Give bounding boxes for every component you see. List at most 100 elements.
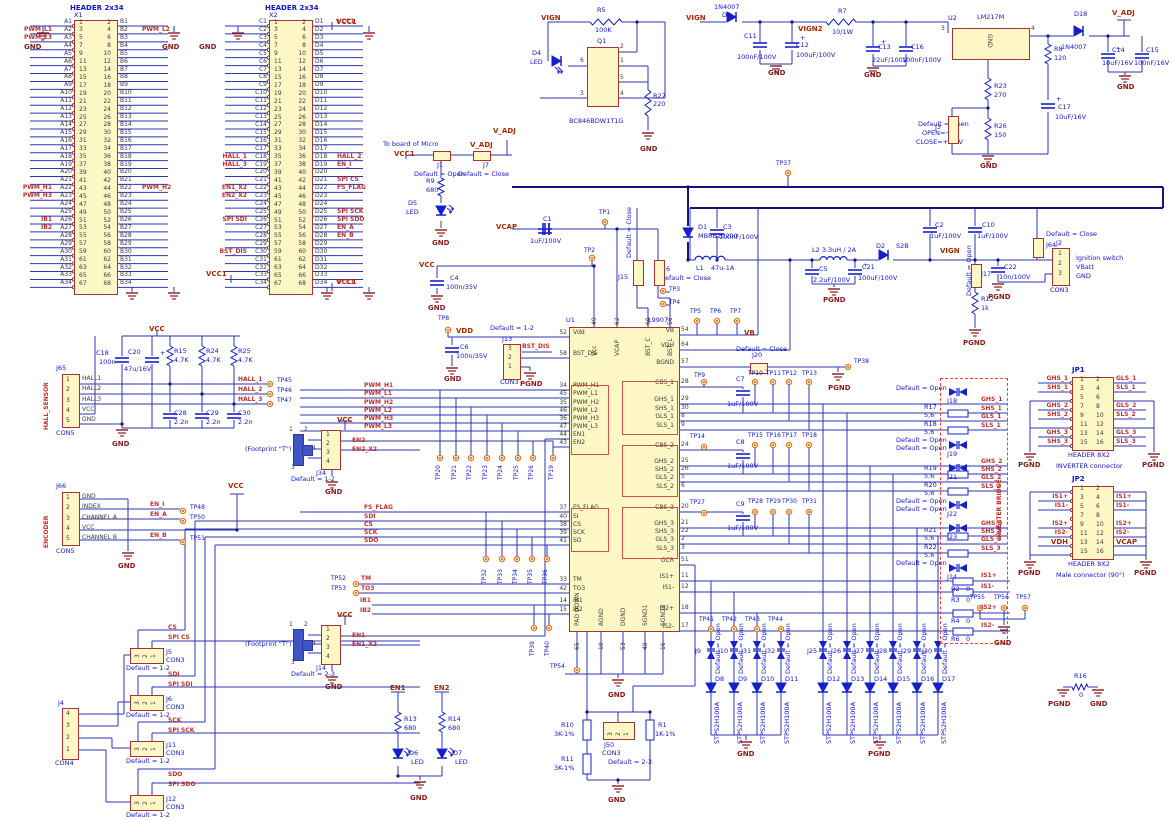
X2-pin-label: C14 (255, 120, 267, 128)
jumper-J14[interactable] (321, 625, 341, 665)
pin-number: 24 (298, 105, 306, 113)
J12-pin: 2 (142, 801, 149, 805)
connector-X2[interactable] (269, 20, 313, 295)
jumper-J15[interactable] (633, 260, 644, 286)
label-labels-r1_v-0: 1K-1% (655, 730, 676, 738)
diode-pair-J21[interactable] (949, 464, 967, 472)
jumper-J7[interactable] (473, 151, 491, 161)
J22-refdes: J22 (947, 510, 958, 518)
J32-refdes: J32 (765, 647, 776, 655)
diode-pair-J19[interactable] (949, 441, 967, 449)
D13-symbol (841, 682, 853, 694)
jumper-J34[interactable] (321, 430, 341, 470)
u1-pin-SCK: SCK (573, 529, 585, 536)
u1-pin-GLS_2: GLS_2 (655, 474, 674, 481)
X2-pin-label: C17 (255, 144, 267, 152)
u1-pin-SHS_1: SHS_1 (655, 405, 674, 412)
jumper-J1[interactable] (433, 151, 451, 161)
X2-signal: SPI SDI (222, 216, 247, 223)
jumper-J6[interactable] (130, 695, 164, 711)
J5-refdes: J5 (166, 648, 173, 656)
u1-pinnum: 39 (559, 529, 567, 536)
label-labels-pgnd_c5-0: PGND (823, 296, 846, 304)
pin-number: 60 (103, 248, 111, 256)
u1-pinnum: 53 (620, 642, 627, 650)
diode-pair-J9[interactable] (707, 641, 715, 659)
jumper-J3[interactable] (948, 116, 959, 144)
diode-pair-J18[interactable] (949, 388, 967, 396)
jumper-J13[interactable] (503, 344, 521, 380)
connector-X1[interactable] (74, 20, 118, 295)
label-labels-r14_ref-0: R14 (448, 715, 461, 723)
diode-pair-J25[interactable] (819, 641, 827, 659)
X1-pin-label: B22 (120, 184, 132, 192)
U1-part: L9907 (648, 316, 669, 324)
testpoint-TP23-pad (486, 457, 488, 459)
connector-J66[interactable] (62, 492, 80, 546)
jumper-J64[interactable] (1033, 238, 1044, 258)
diode-pair-J10[interactable] (730, 641, 738, 659)
J14-pin: 1 (326, 626, 330, 633)
pin-number: 62 (298, 256, 306, 264)
label-labels-pgnd_d12-0: PGND (868, 750, 891, 758)
X2-pin-label: C34 (255, 279, 267, 287)
X1-pin-label: A14 (60, 120, 72, 128)
pin-number: 2 (1096, 485, 1100, 492)
label-labels-vcc_l-0: VCC (419, 261, 435, 269)
X2-signal: SPI CS (337, 176, 359, 184)
C17-polarity: + (1056, 95, 1062, 103)
connector-JP1[interactable] (1072, 377, 1114, 451)
X2-pin-label: C27 (255, 223, 267, 231)
pin-number: 5 (66, 535, 70, 543)
D17-part: STPS2H100A (940, 701, 948, 744)
jumper-J50[interactable] (603, 722, 635, 740)
X2-signal: EN1_X2 (221, 184, 247, 192)
diode-pair-J24[interactable] (949, 564, 967, 572)
connector-J4[interactable] (62, 708, 79, 760)
diode-pair-J28[interactable] (889, 641, 897, 659)
u1-pinnum: 18 (681, 604, 689, 611)
label-labels-r11_ref-0: R11 (561, 755, 574, 763)
diode-pair-J29[interactable] (913, 641, 921, 659)
jumper-J20[interactable] (750, 363, 768, 374)
u1-pinnum: 10 (598, 642, 605, 650)
jumper-J16[interactable] (654, 260, 665, 286)
pin-number: 14 (1096, 539, 1104, 546)
connector-JP2[interactable] (1072, 486, 1114, 560)
connector-J65[interactable] (62, 374, 80, 428)
jumper-J34-footprint-nub (302, 445, 313, 456)
label-labels-vcc1_x2br-0: VCC1 (336, 278, 357, 286)
J65-pin-GND: GND (82, 416, 96, 424)
jumper-J17[interactable] (971, 264, 982, 288)
testpoint-label-TP28: TP28 (748, 498, 763, 505)
jumper-J12[interactable] (130, 795, 164, 811)
diode-pair-J27[interactable] (866, 641, 874, 659)
inverter-bridge-outline (940, 378, 1008, 644)
u1-pinnum: 62 (614, 317, 621, 325)
pin-number: 57 (274, 240, 282, 248)
diode-pair-J30[interactable] (934, 641, 942, 659)
testpoint-label-TP46: TP46 (277, 387, 292, 394)
pin-number: 12 (1096, 530, 1104, 537)
label-labels-c10_ref-0: C10 (982, 221, 995, 229)
connector-J2[interactable] (1052, 248, 1070, 286)
testpoint-TP39-pad (533, 627, 535, 629)
pin-number: 15 (1080, 439, 1088, 446)
X2-refdes: X2 (269, 11, 278, 19)
diode-pair-J26[interactable] (843, 641, 851, 659)
jumper-J5[interactable] (130, 648, 164, 664)
diode-pair-J22[interactable] (949, 501, 967, 509)
R20-value: 5,6 (924, 489, 935, 497)
pin-number: 1 (79, 18, 83, 26)
label-labels-c17_ref-0: C17 (1058, 103, 1071, 111)
label-labels-q1_p2-0: 2 (620, 43, 624, 50)
u1-pinnum: 38 (559, 521, 567, 528)
pin-number: 7 (1080, 512, 1084, 519)
jumper-J11[interactable] (130, 741, 164, 757)
diode-pair-J23[interactable] (949, 524, 967, 532)
pin-number: 52 (103, 216, 111, 224)
label-labels-c16_ref-0: C16 (911, 43, 924, 51)
diode-pair-J31[interactable] (753, 641, 761, 659)
diode-pair-J32[interactable] (777, 641, 785, 659)
pin-number: 68 (103, 279, 111, 287)
